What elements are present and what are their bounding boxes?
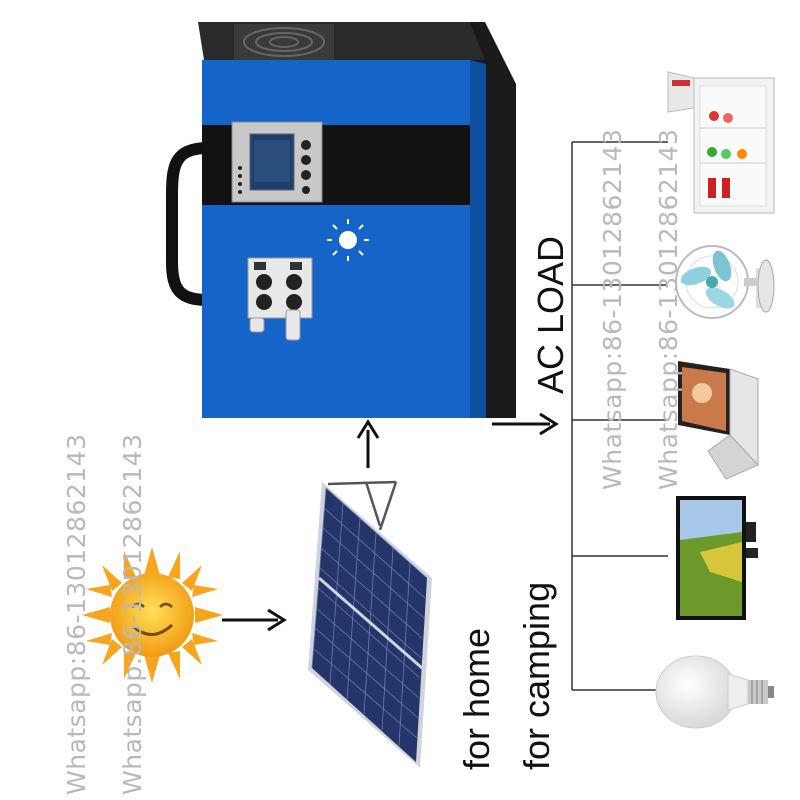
- watermark-right-1: Whatsapp:86-13012862143: [598, 128, 627, 491]
- arrow-up-to-station: [356, 419, 380, 468]
- fan-icon: [675, 245, 775, 319]
- watermark-left-2: Whatsapp:86-13012862143: [118, 433, 147, 796]
- tv-icon: [676, 496, 758, 620]
- arrow-right-to-panel: [222, 608, 287, 632]
- station-sun-logo: [327, 219, 369, 261]
- arrow-right-to-loads: [492, 412, 559, 436]
- label-for-home: for home: [456, 627, 497, 770]
- fridge-icon: [667, 71, 775, 214]
- sun-icon: [82, 547, 223, 683]
- label-ac-load: AC LOAD: [530, 235, 571, 394]
- watermark-left-1: Whatsapp:86-13012862143: [62, 433, 91, 796]
- load-bracket: [571, 141, 668, 691]
- label-for-camping: for camping: [516, 581, 557, 770]
- bulb-icon: [655, 655, 774, 729]
- solar-panel-icon: [308, 480, 432, 768]
- watermark-right-2: Whatsapp:86-13012862143: [654, 128, 683, 491]
- laptop-icon: [678, 361, 759, 480]
